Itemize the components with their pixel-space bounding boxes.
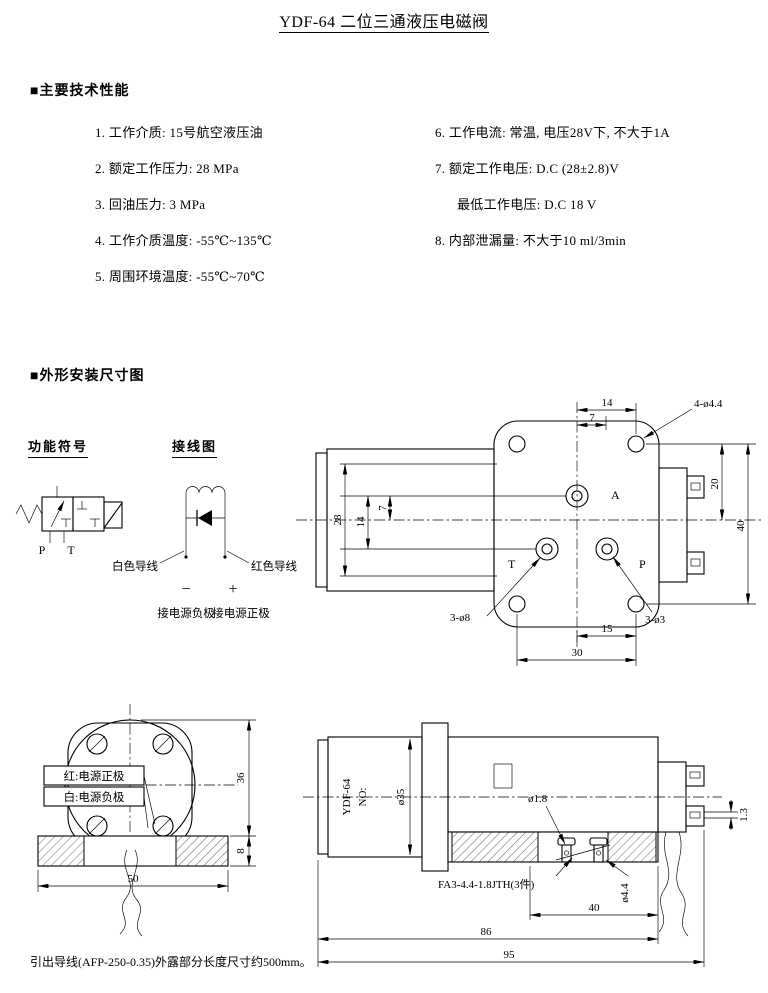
mounting-hole	[627, 595, 645, 613]
port-p	[595, 537, 619, 561]
lead-wire	[658, 831, 670, 933]
white-wire-callout-box	[43, 786, 145, 807]
front-view-dimensions: 36 8 50	[37, 719, 256, 892]
dim-7-left: 7	[377, 505, 389, 511]
negative-terminal-label: 接电源负极	[157, 606, 215, 620]
dim-36: 36	[235, 772, 247, 784]
white-wire-label: 白色导线	[112, 559, 158, 573]
spec-item-3: 3. 回油压力: 3 MPa	[95, 197, 206, 212]
section-header-outline: ■外形安装尺寸图	[30, 369, 145, 384]
body-marking-model: YDF-64	[341, 778, 353, 815]
spec-item-8: 8. 内部泄漏量: 不大于10 ml/3min	[435, 233, 627, 248]
symbol-port-t-label: T	[67, 543, 75, 557]
dim-14-top: 14	[602, 397, 614, 409]
dim-95: 95	[504, 949, 516, 961]
dim-20-right: 20	[709, 478, 721, 490]
dim-dia4.4: ø4.4	[619, 883, 631, 903]
minus-sign: −	[181, 581, 190, 598]
terminal-tab	[686, 551, 705, 575]
spring-symbol	[15, 504, 43, 524]
port-t	[535, 537, 559, 561]
dim-40-right: 40	[735, 520, 747, 532]
mounting-hole	[508, 435, 526, 453]
front-view-drawing: 红:电源正极 白:电源负极 36 8 50	[37, 704, 256, 937]
spec-item-7: 7. 额定工作电压: D.C (28±2.8)V	[435, 161, 620, 176]
diode-symbol	[198, 510, 212, 526]
white-negative-label: 白:电源负极	[64, 790, 125, 804]
footer-note: 引出导线(AFP-250-0.35)外露部分长度尺寸约500mm。	[30, 955, 312, 969]
spec-item-1: 1. 工作介质: 15号航空液压油	[95, 125, 263, 140]
dim-1.3: 1.3	[738, 808, 750, 822]
symbol-port-p-label: P	[39, 543, 46, 557]
wiring-diagram: 白色导线 红色导线 − + 接电源负极 接电源正极	[112, 486, 297, 620]
coil-symbol	[185, 486, 226, 494]
body-marking-no: NO:	[357, 788, 369, 807]
callout-dia1.8: ø1.8	[528, 793, 548, 805]
valve-position-2	[72, 496, 105, 532]
callout-4xd4.4: 4-ø4.4	[694, 398, 723, 410]
dim-8: 8	[235, 848, 247, 854]
terminal-tab	[685, 765, 705, 787]
dim-30-bottom: 30	[572, 647, 584, 659]
top-view-dimensions: 14 7 4-ø4.4 28 14 7 20 40 15	[332, 397, 756, 666]
lead-wire	[119, 849, 131, 935]
dim-50: 50	[128, 873, 140, 885]
spec-item-2: 2. 额定工作压力: 28 MPa	[95, 161, 239, 176]
dim-86: 86	[481, 926, 493, 938]
solenoid-symbol	[103, 501, 123, 529]
lead-wire	[131, 849, 143, 937]
wiring-diagram-title: 接线图	[172, 436, 218, 458]
solenoid-cylinder	[326, 448, 495, 592]
spec-item-5: 5. 周围环境温度: -55℃~70℃	[95, 269, 266, 284]
spec-item-6: 6. 工作电流: 常温, 电压28V下, 不大于1A	[435, 125, 670, 140]
electrical-connector	[658, 467, 688, 583]
terminal-tab	[685, 805, 705, 827]
dim-dia35: ø35	[395, 788, 407, 805]
mounting-hole	[508, 595, 526, 613]
callout-3xd3: 3-ø3	[645, 614, 666, 626]
dim-15-bottom: 15	[602, 623, 614, 635]
dim-28-left: 28	[332, 514, 344, 526]
port-p-label: P	[639, 557, 646, 571]
side-view-dimensions: ø35 ø1.8 1.3 FA3-4.4-1.8JTH(3件) ø4.4 40 …	[317, 738, 750, 967]
lead-wire	[676, 831, 689, 937]
electrical-connector	[657, 761, 687, 833]
page-title: YDF-64 二位三通液压电磁阀	[279, 14, 489, 33]
terminal-tab	[686, 475, 705, 499]
red-wire-callout-box	[43, 765, 145, 786]
port-t-label: T	[508, 557, 516, 571]
plus-sign: +	[228, 581, 237, 598]
callout-3xd8: 3-ø8	[450, 612, 471, 624]
red-positive-label: 红:电源正极	[64, 769, 125, 783]
positive-terminal-label: 接电源正极	[212, 606, 270, 620]
side-view-drawing: YDF-64 NO: ø35 ø1.8 1.3 FA3-4.4-1.8JTH(3…	[303, 722, 750, 967]
callout-screw-spec: FA3-4.4-1.8JTH(3件)	[438, 878, 535, 891]
top-view-drawing: A T P 14 7 4-ø4.4 28 14 7 20	[296, 397, 762, 666]
section-header-specs: ■主要技术性能	[30, 84, 130, 99]
function-symbol-diagram: P T	[15, 486, 123, 557]
port-a-label: A	[611, 488, 620, 502]
mounting-hole	[627, 435, 645, 453]
valve-body-block	[447, 736, 659, 833]
dim-7-top: 7	[589, 412, 595, 424]
spec-item-4: 4. 工作介质温度: -55℃~135℃	[95, 233, 272, 248]
spec-item-7b: 最低工作电压: D.C 18 V	[457, 197, 597, 212]
function-symbol-title: 功能符号	[28, 436, 89, 458]
dim-40: 40	[589, 902, 601, 914]
red-wire-label: 红色导线	[251, 559, 297, 573]
dim-14-left: 14	[355, 516, 367, 528]
